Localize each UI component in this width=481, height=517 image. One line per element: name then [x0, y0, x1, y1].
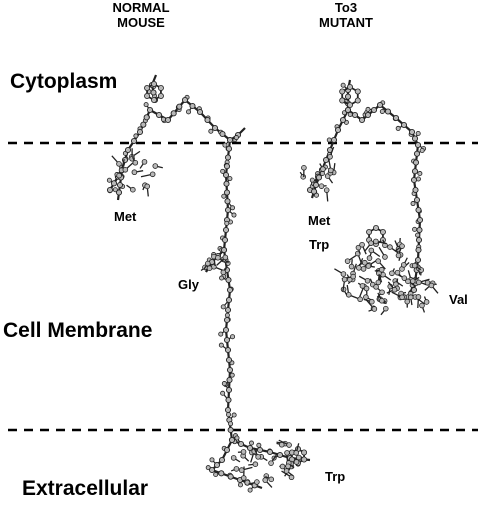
header-normal-line2: MOUSE [117, 15, 165, 30]
header-normal-line1: NORMAL [112, 0, 170, 15]
label-mutant-trp: Trp [309, 237, 330, 252]
label-normal-met: Met [114, 209, 137, 224]
label-normal-gly: Gly [178, 277, 199, 292]
normal-mouse-molecule [106, 74, 311, 493]
label-mutant-met: Met [308, 213, 331, 228]
to3-mutant-molecule [299, 79, 439, 316]
region-extracellular: Extracellular [22, 477, 149, 500]
region-cytoplasm: Cytoplasm [10, 70, 118, 93]
header-mutant-line2: MUTANT [319, 15, 373, 30]
header-normal-mouse: NORMAL MOUSE [76, 0, 206, 30]
header-mutant-line1: To3 [334, 0, 358, 15]
header-to3-mutant: To3 MUTANT [281, 0, 411, 30]
region-cell-membrane: Cell Membrane [3, 319, 153, 342]
label-normal-trp: Trp [325, 469, 346, 484]
label-mutant-val: Val [449, 292, 468, 307]
